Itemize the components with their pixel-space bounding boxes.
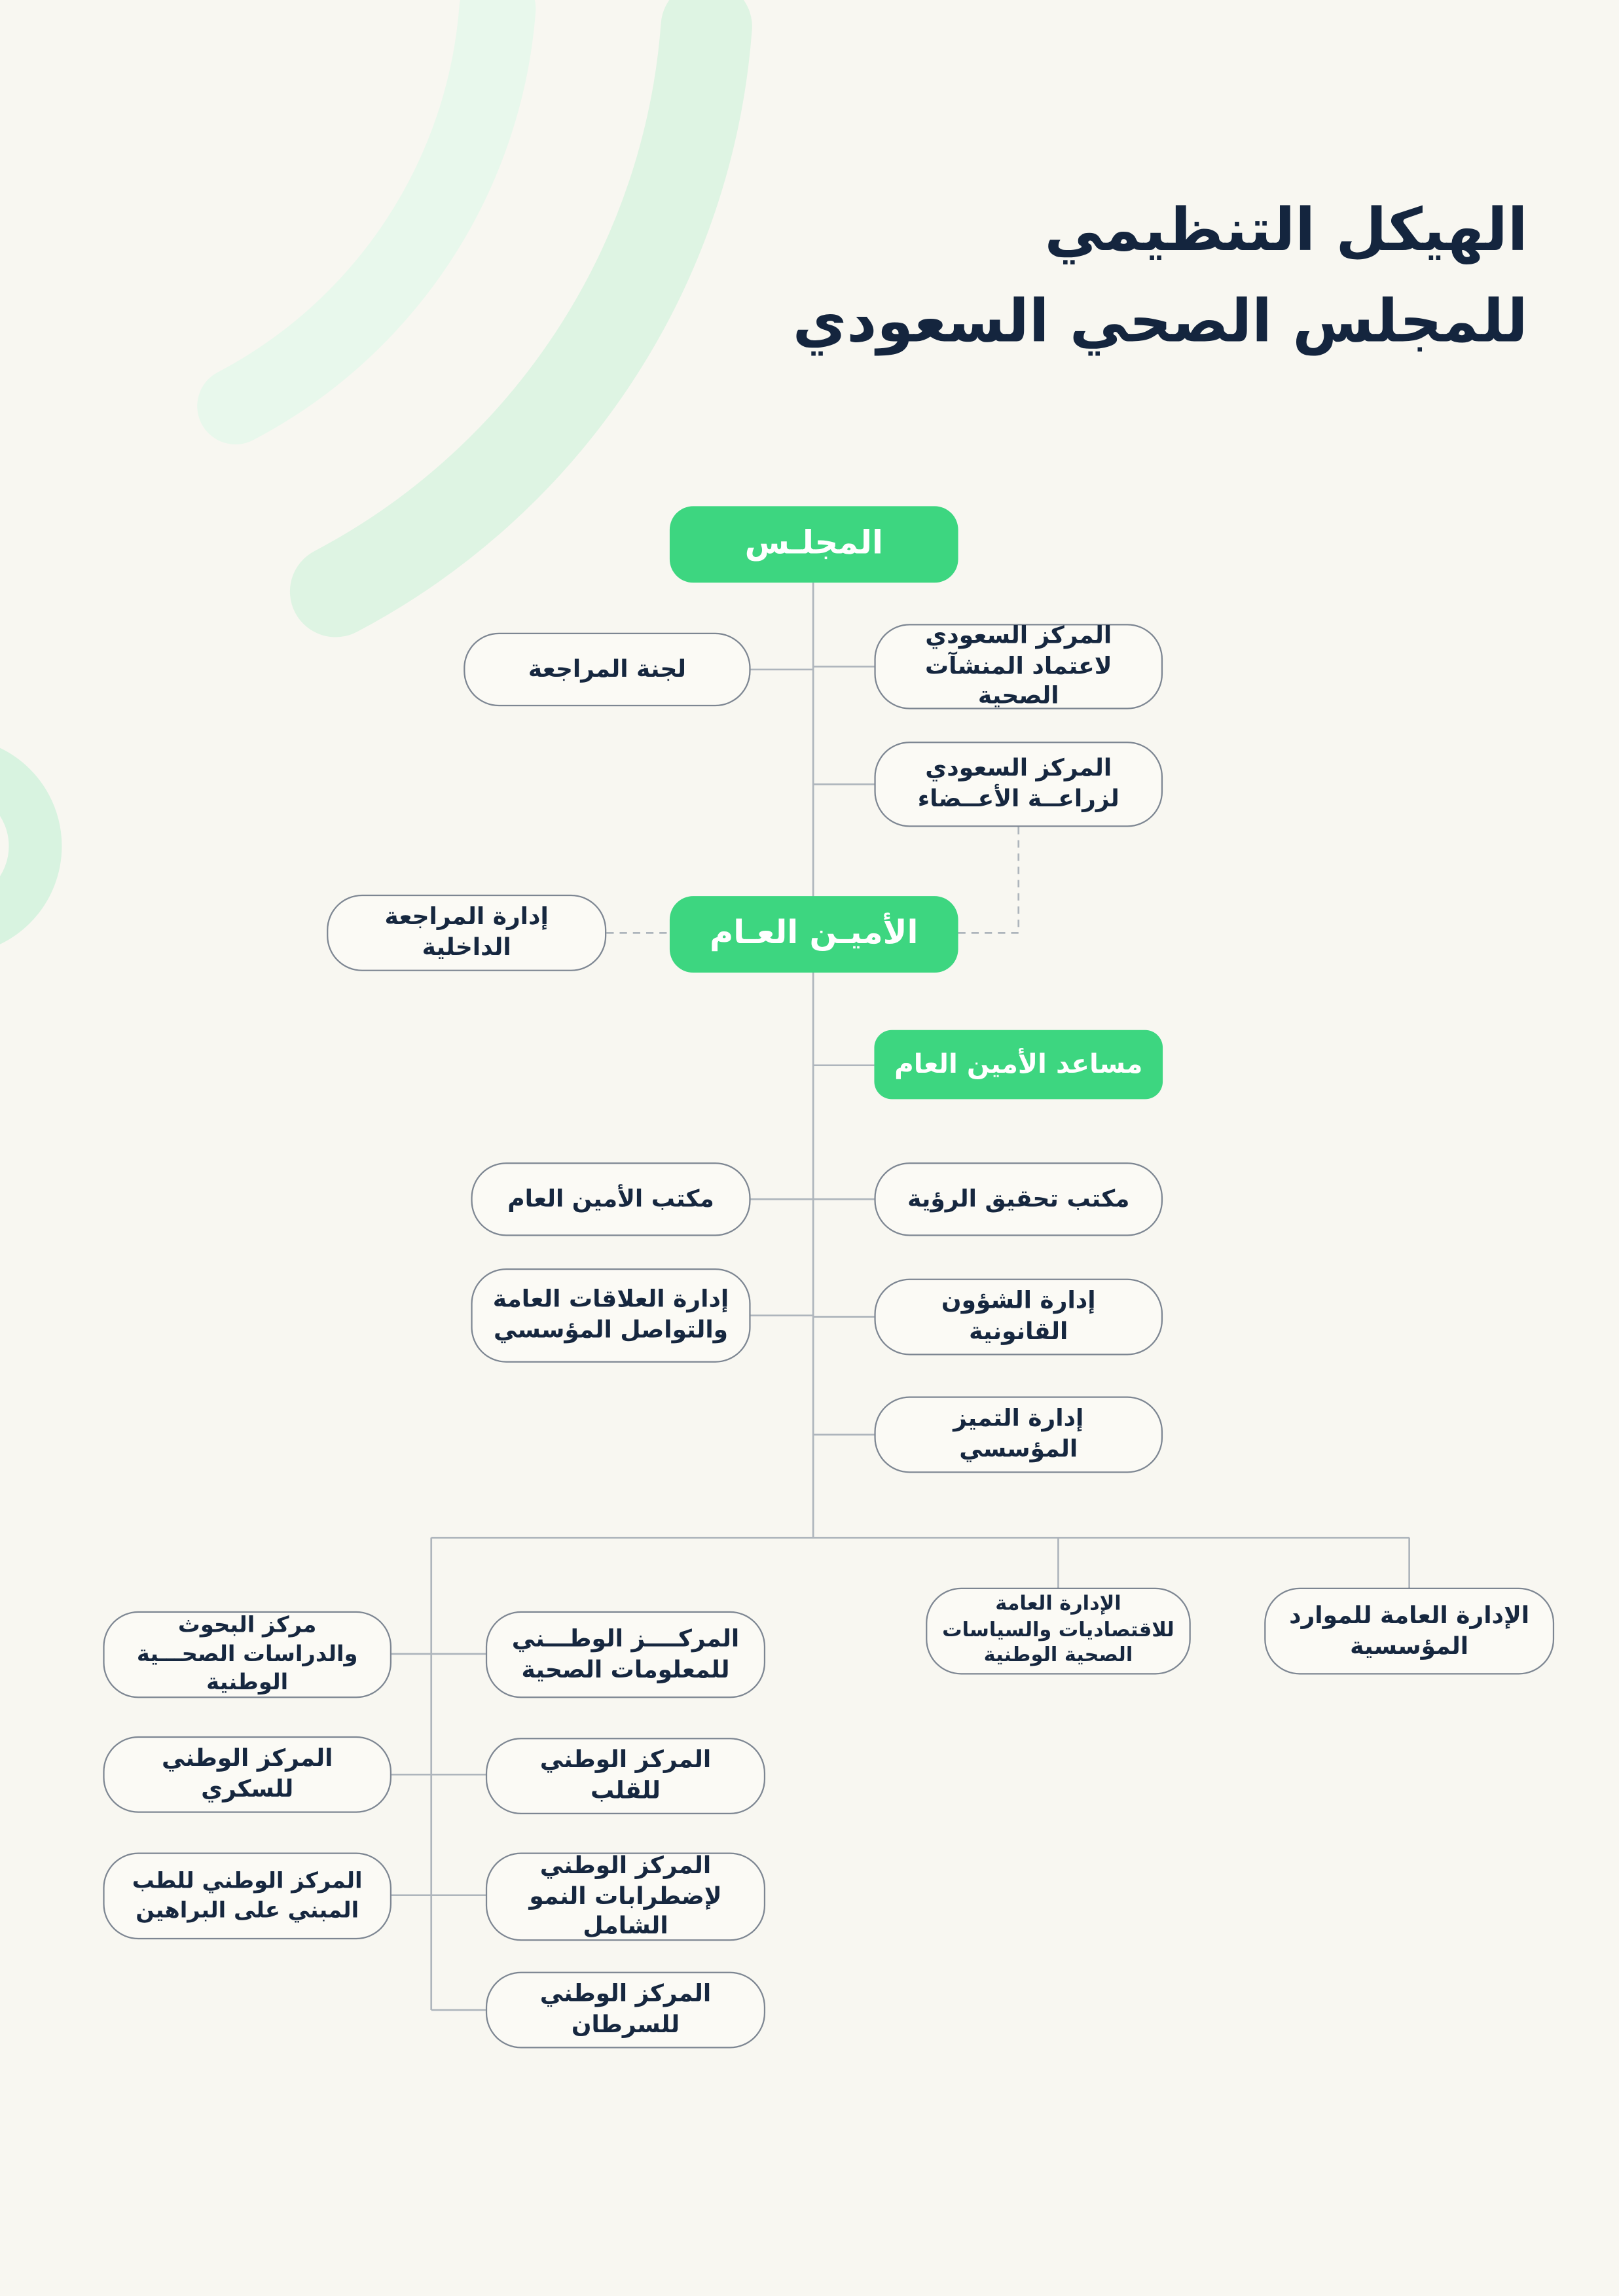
node-assistant-secretary-general: مساعد الأمين العام	[874, 1030, 1163, 1100]
node-research-studies-center: مركز البحوث والدراسات الصحـــية الوطنية	[103, 1611, 392, 1698]
page-title: الهيكل التنظيمي للمجلس الصحي السعودي	[793, 185, 1528, 368]
node-diabetes-center: المركز الوطني للسكري	[103, 1736, 392, 1813]
node-council: المجلـس	[669, 506, 958, 583]
node-heart-center: المركز الوطني للقلب	[485, 1738, 766, 1815]
node-legal-affairs: إدارة الشؤون القانونية	[874, 1278, 1163, 1355]
node-cancer-center: المركز الوطني للسرطان	[485, 1971, 766, 2049]
node-public-relations: إدارة العلاقات العامة والتواصل المؤسسي	[471, 1268, 751, 1363]
node-sg-office: مكتب الأمين العام	[471, 1162, 751, 1236]
node-organ-transplant-center: المركز السعودي لزراعــة الأعــضاء	[874, 742, 1163, 827]
node-accreditation-center: المركز السعودي لاعتماد المنشآت الصحية	[874, 620, 1163, 710]
node-health-information-center: المركــــز الوطـــني للمعلومات الصحية	[485, 1611, 766, 1698]
node-corporate-excellence: إدارة التميز المؤسسي	[874, 1396, 1163, 1473]
page-title-line2: للمجلس الصحي السعودي	[792, 288, 1528, 357]
page-title-line1: الهيكل التنظيمي	[1044, 197, 1528, 265]
node-secretary-general: الأميـن العـام	[669, 896, 958, 973]
node-health-economics: الإدارة العامة للاقتصاديات والسياسات الص…	[926, 1587, 1191, 1675]
node-growth-disorders-center: المركز الوطني لإضطرابات النمو الشامل	[485, 1851, 766, 1941]
node-corporate-resources: الإدارة العامة للموارد المؤسسية	[1264, 1587, 1555, 1675]
node-audit-committee: لجنة المراجعة	[464, 632, 751, 707]
node-evidence-based-medicine-center: المركز الوطني للطب المبني على البراهين	[103, 1852, 392, 1940]
node-vision-office: مكتب تحقيق الرؤية	[874, 1162, 1163, 1236]
node-internal-audit: إدارة المراجعة الداخلية	[327, 894, 607, 971]
